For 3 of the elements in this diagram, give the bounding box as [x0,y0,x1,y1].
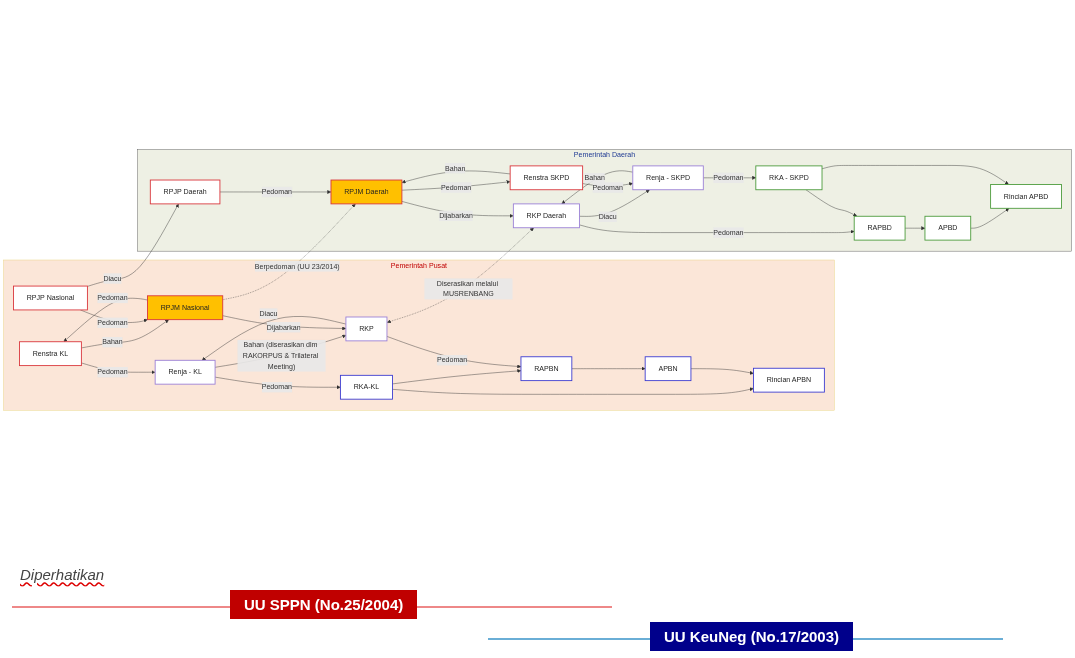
note-text: Diperhatikan [20,566,105,583]
law-tag: UU KeuNeg (No.17/2003) [650,622,854,651]
law-tag: UU SPPN (No.25/2004) [230,590,418,619]
